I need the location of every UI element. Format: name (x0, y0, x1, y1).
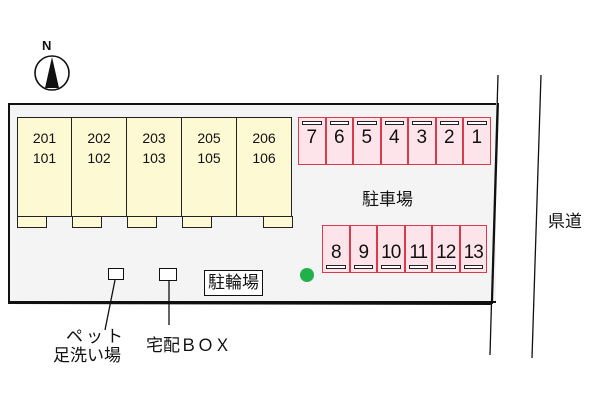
wheel-stop (408, 265, 428, 269)
unit-105-205: 205 105 (182, 117, 237, 217)
parking-stall: 7 (298, 117, 326, 165)
wheel-stop (436, 265, 456, 269)
balcony (263, 216, 293, 228)
parking-row-top: 7 6 5 4 3 2 1 (298, 117, 491, 165)
wheel-stop (463, 265, 483, 269)
pet-wash-label-line1: ペット (66, 327, 126, 347)
delivery-box-label: 宅配ＢＯＸ (146, 336, 231, 356)
unit-upper-number: 201 (32, 130, 57, 146)
pet-wash-label-line2: 足洗い場 (53, 346, 121, 366)
parking-stall: 11 (404, 225, 432, 273)
compass-icon (34, 55, 70, 91)
pet-wash-box (108, 268, 124, 280)
unit-upper-number: 202 (87, 130, 111, 146)
compass-north-label: N (42, 38, 52, 53)
parking-stall: 5 (353, 117, 381, 165)
wheel-stop (302, 121, 322, 125)
wheel-stop (357, 121, 377, 125)
parking-stall: 1 (463, 117, 491, 165)
unit-103-203: 203 103 (127, 117, 182, 217)
parking-stall: 6 (325, 117, 353, 165)
parking-label: 駐車場 (362, 190, 413, 210)
delivery-box (159, 268, 177, 281)
unit-lower-number: 105 (197, 150, 221, 166)
unit-lower-number: 102 (87, 150, 111, 166)
unit-lower-number: 101 (32, 150, 57, 166)
parking-stall: 3 (408, 117, 436, 165)
unit-102-202: 202 102 (72, 117, 127, 217)
parking-stall: 9 (349, 225, 377, 273)
wheel-stop (439, 121, 459, 125)
parking-stall: 13 (459, 225, 487, 273)
green-marker-icon (300, 268, 314, 282)
bicycle-parking: 駐輪場 (204, 270, 263, 296)
wheel-stop (353, 265, 373, 269)
unit-lower-number: 103 (142, 150, 166, 166)
balcony (17, 216, 47, 228)
apartment-building: 201 101 202 102 203 103 205 105 206 106 (17, 117, 292, 217)
balcony (127, 216, 157, 228)
parking-stall: 4 (380, 117, 408, 165)
parking-stall: 2 (435, 117, 463, 165)
balcony (182, 216, 212, 228)
unit-lower-number: 106 (252, 150, 276, 166)
wheel-stop (329, 121, 349, 125)
unit-upper-number: 206 (252, 130, 276, 146)
parking-stall: 8 (322, 225, 350, 273)
wheel-stop (412, 121, 432, 125)
unit-upper-number: 203 (142, 130, 166, 146)
parking-stall: 12 (432, 225, 460, 273)
unit-101-201: 201 101 (17, 117, 72, 217)
road-label: 県道 (548, 212, 582, 232)
parking-stall: 10 (377, 225, 405, 273)
unit-106-206: 206 106 (237, 117, 292, 217)
wheel-stop (384, 121, 404, 125)
wheel-stop (467, 121, 487, 125)
wheel-stop (326, 265, 346, 269)
parking-row-bottom: 8 9 10 11 12 13 (322, 225, 487, 273)
balcony (72, 216, 102, 228)
wheel-stop (381, 265, 401, 269)
unit-upper-number: 205 (197, 130, 221, 146)
